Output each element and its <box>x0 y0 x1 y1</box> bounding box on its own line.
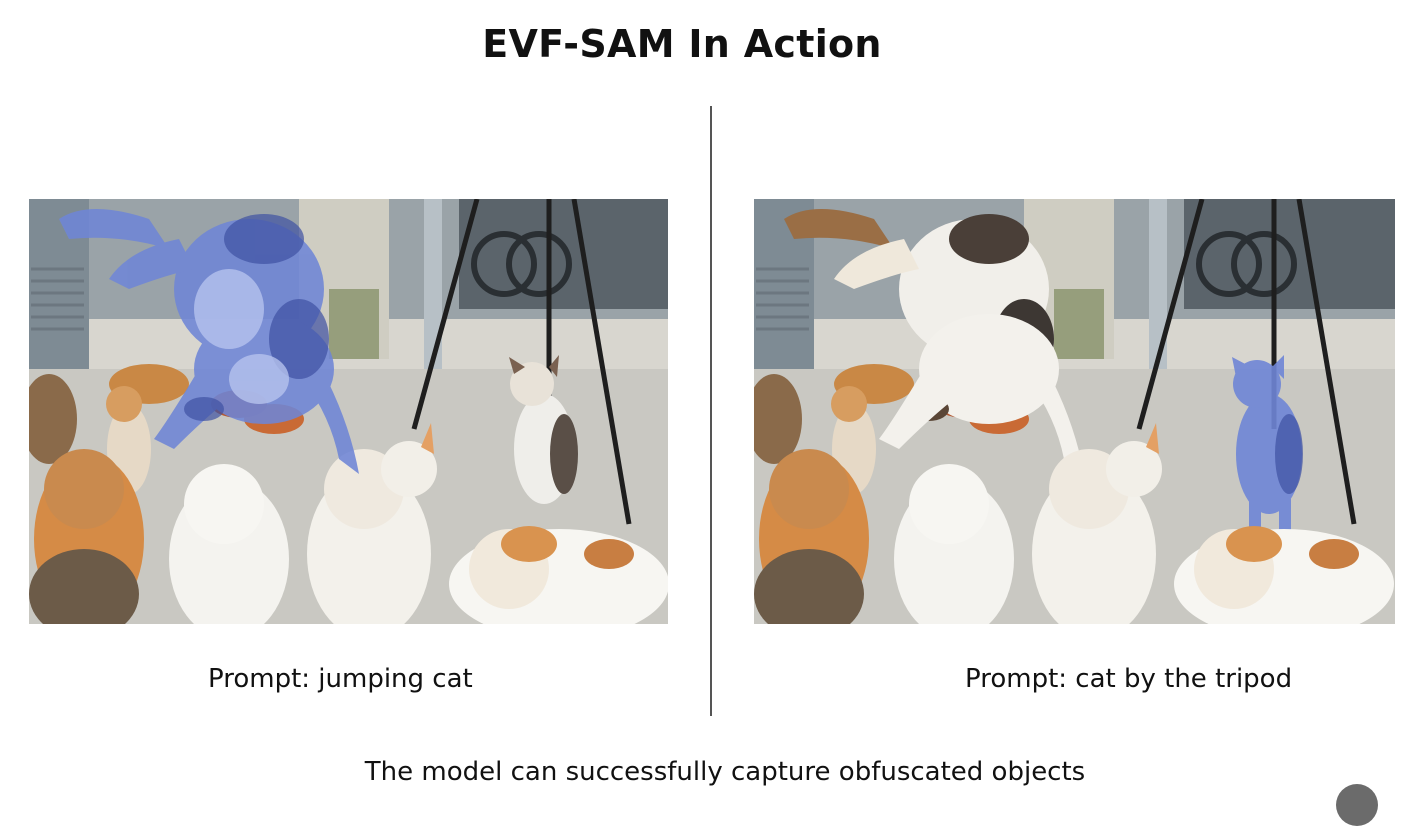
left-panel-caption: Prompt: jumping cat <box>208 664 473 694</box>
panel-divider <box>710 106 712 716</box>
slide-nav-badge[interactable] <box>1336 784 1378 826</box>
slide-footer-text: The model can successfully capture obfus… <box>364 757 1086 787</box>
right-panel-caption: Prompt: cat by the tripod <box>965 664 1293 694</box>
slide-title: EVF-SAM In Action <box>482 22 882 66</box>
tripod-cat-segmentation-image <box>754 199 1395 624</box>
jumping-cat-segmentation-image <box>29 199 668 624</box>
